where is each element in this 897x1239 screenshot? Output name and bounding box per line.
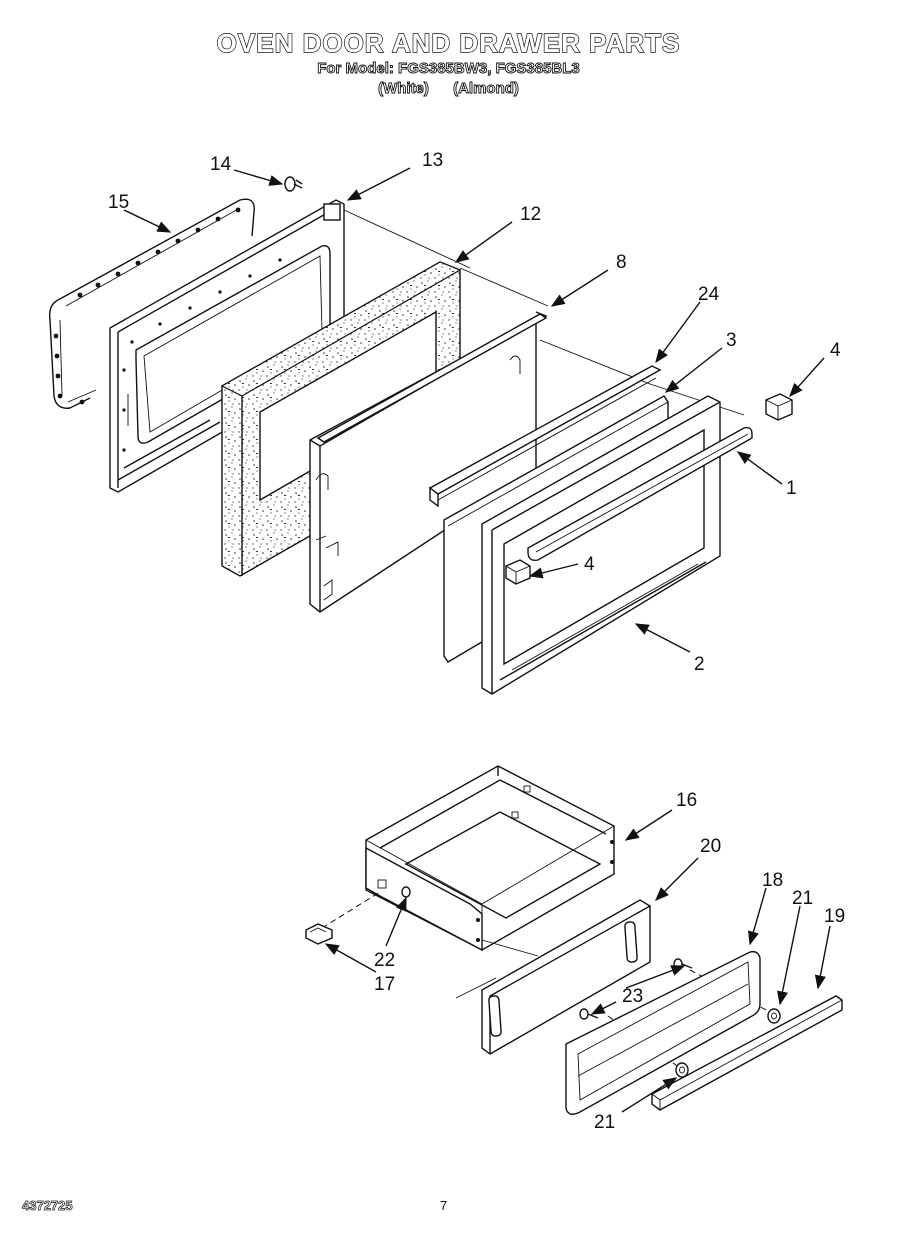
callout-numbers: 14 13 15 12 8 24 3 4 1 4 2 16 20 18 21 1… bbox=[108, 150, 845, 1133]
callout-3: 3 bbox=[726, 330, 737, 351]
callout-13: 13 bbox=[422, 150, 443, 171]
callout-12: 12 bbox=[520, 204, 541, 225]
part-12-insulation bbox=[220, 261, 462, 577]
callout-2: 2 bbox=[694, 654, 705, 675]
callout-24: 24 bbox=[698, 284, 720, 305]
part-20-drawer-front bbox=[481, 899, 651, 1055]
part-19-trim-strip bbox=[651, 995, 843, 1111]
callout-leaders bbox=[123, 167, 831, 1113]
color-almond-label: (Almond) bbox=[453, 80, 520, 98]
callout-18: 18 bbox=[762, 870, 783, 891]
callout-8: 8 bbox=[616, 252, 627, 273]
document-number: 4372725 bbox=[22, 1198, 73, 1214]
part-16-drawer-body bbox=[365, 765, 615, 952]
callout-19: 19 bbox=[824, 906, 845, 927]
callout-23: 23 bbox=[622, 986, 643, 1007]
callout-22: 22 bbox=[374, 950, 395, 971]
part-8-door-panel bbox=[309, 311, 548, 613]
page-title: OVEN DOOR AND DRAWER PARTS bbox=[216, 27, 681, 58]
callout-17: 17 bbox=[374, 974, 395, 995]
part-1-door-handle bbox=[527, 426, 753, 562]
callout-14: 14 bbox=[210, 154, 232, 175]
color-white-label: (White) bbox=[378, 80, 430, 98]
model-line: For Model: FGS385BW3, FGS385BL3 bbox=[317, 60, 580, 78]
callout-21-top: 21 bbox=[792, 888, 813, 909]
part-4-handle-end-cap bbox=[505, 393, 793, 585]
part-24-glass-channel bbox=[428, 365, 662, 508]
color-line: (White) (Almond) bbox=[0, 80, 897, 98]
callout-1: 1 bbox=[786, 478, 797, 499]
callout-4-top: 4 bbox=[830, 340, 841, 361]
callout-16: 16 bbox=[676, 790, 697, 811]
part-17-drawer-glide bbox=[305, 923, 333, 945]
part-18-trim-panel bbox=[565, 950, 761, 1115]
callout-4-bottom: 4 bbox=[584, 554, 595, 575]
part-14-screw bbox=[284, 176, 303, 192]
callout-15: 15 bbox=[108, 192, 129, 213]
callout-21-bottom: 21 bbox=[594, 1112, 615, 1133]
page-number: 7 bbox=[440, 1198, 448, 1213]
part-15-door-gasket bbox=[48, 198, 255, 409]
callout-20: 20 bbox=[700, 836, 721, 857]
part-21-spacers bbox=[675, 1008, 781, 1078]
